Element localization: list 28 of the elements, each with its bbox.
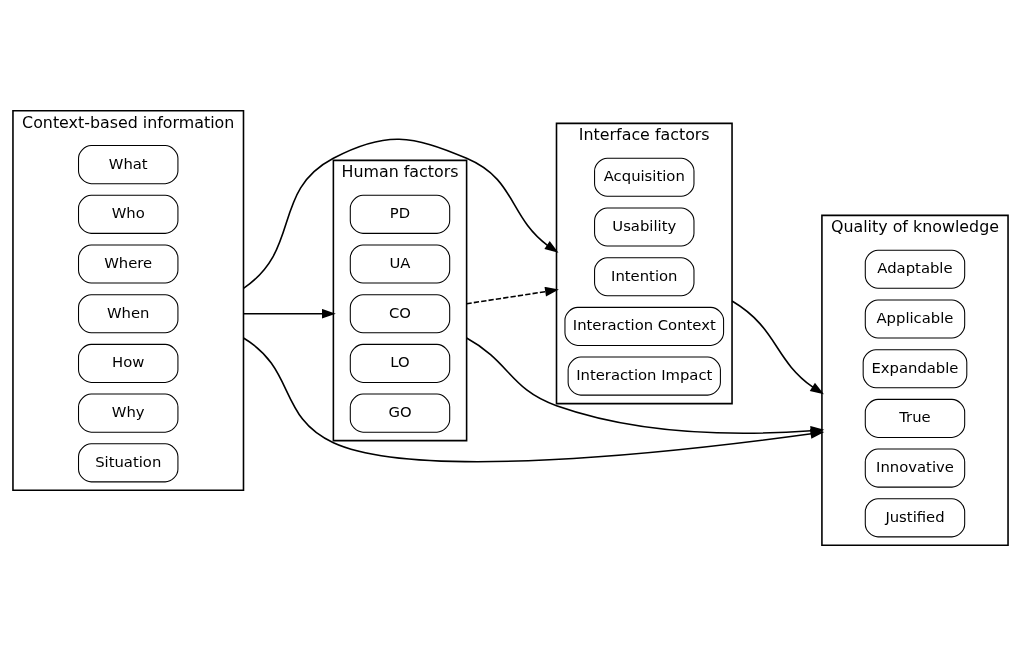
node-box: Interaction Context — [564, 306, 725, 346]
node-box: True — [864, 398, 966, 438]
node-box: Innovative — [864, 448, 966, 488]
node-box: Adaptable — [864, 249, 966, 289]
node-box: Justified — [864, 497, 966, 537]
node-box: Expandable — [862, 348, 968, 388]
node-box: When — [78, 293, 179, 333]
node-box: Situation — [78, 442, 179, 482]
node-box: Interaction Impact — [567, 356, 721, 396]
node-box: Acquisition — [594, 157, 695, 197]
node-box: Why — [78, 393, 179, 433]
node-box: How — [78, 343, 179, 383]
node-box: CO — [349, 293, 451, 333]
node-box: GO — [349, 393, 451, 433]
node-box: UA — [349, 243, 451, 284]
node-box: Usability — [594, 206, 695, 247]
node-box: What — [78, 144, 179, 184]
arrow — [731, 299, 824, 394]
node-box: Where — [78, 243, 179, 284]
arrow — [465, 336, 825, 436]
node-box: Who — [78, 194, 179, 234]
arrow — [465, 286, 559, 304]
node-box: Intention — [594, 256, 695, 296]
arrow — [242, 308, 336, 319]
arrow — [242, 138, 559, 289]
node-box: Applicable — [864, 298, 966, 339]
node-box: PD — [349, 194, 451, 234]
node-box: LO — [349, 343, 451, 383]
